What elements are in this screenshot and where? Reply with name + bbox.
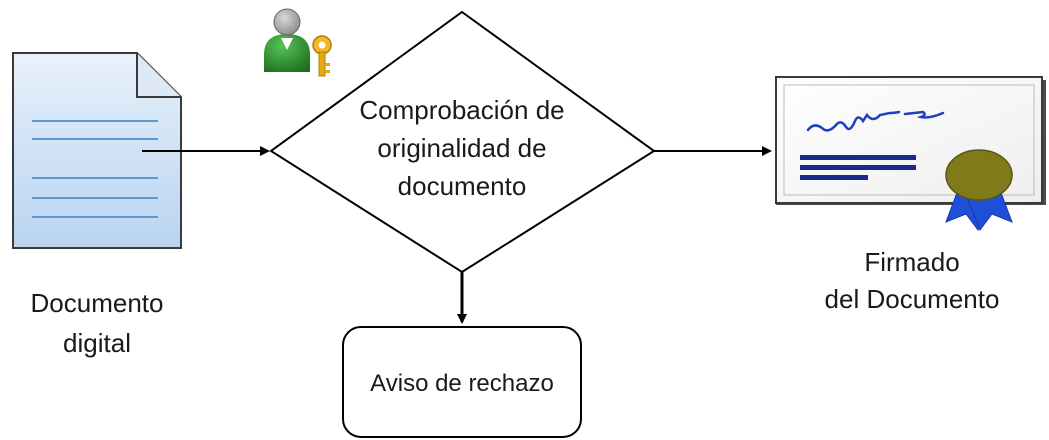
reject-box	[342, 326, 582, 438]
user-key-icon	[264, 8, 332, 77]
document-icon	[12, 52, 182, 249]
document-label-line2: digital	[63, 328, 131, 358]
certificate-icon	[775, 76, 1046, 232]
reject-label: Aviso de rechazo	[370, 370, 554, 397]
document-label-line1: Documento	[31, 288, 164, 318]
signed-label-line2: del Documento	[825, 284, 1000, 314]
decision-label-line3: documento	[398, 171, 527, 201]
decision-label-line1: Comprobación de	[359, 95, 564, 125]
signed-label-line1: Firmado	[864, 247, 959, 277]
decision-label-line2: originalidad de	[377, 133, 546, 163]
